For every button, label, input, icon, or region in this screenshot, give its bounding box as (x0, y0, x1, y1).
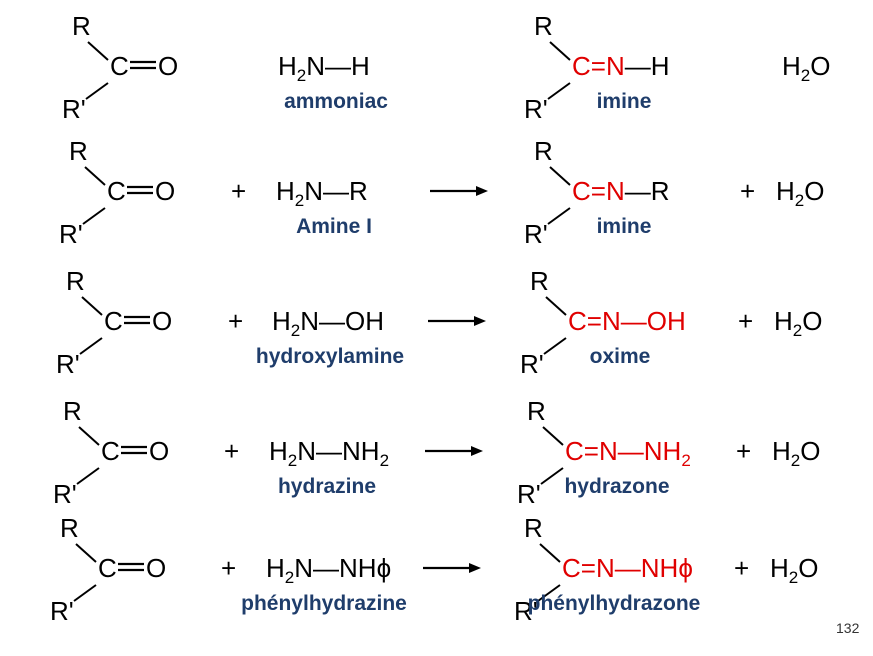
plus-sign: + (734, 553, 749, 583)
reagent-label: Amine I (296, 215, 372, 238)
product-red-part: C=N (572, 176, 625, 206)
oxygen-atom: O (155, 176, 175, 206)
carbon-atom: C (104, 306, 123, 336)
product-label: hydrazone (564, 475, 669, 498)
reagent-formula: H2​N—OH (272, 306, 384, 340)
bond-line (537, 584, 561, 602)
substituent-r: R (60, 513, 79, 543)
bond-line (549, 166, 571, 186)
bond-line (543, 337, 567, 355)
product-black-part: —H (625, 51, 670, 81)
bond-line (539, 543, 561, 563)
plus-sign: + (740, 176, 755, 206)
substituent-r-prime: R' (514, 596, 538, 626)
reagent-label: hydrazine (278, 475, 376, 498)
substituent-r-prime: R' (524, 94, 548, 124)
product-red-part: C=N—NHϕ (562, 553, 693, 583)
bond-line (87, 41, 109, 61)
plus-sign: + (231, 176, 246, 206)
water-formula: H2​O (782, 51, 830, 85)
substituent-r-prime: R' (520, 349, 544, 379)
bond-line (73, 584, 97, 602)
reagent-formula: H2​N—R (276, 176, 368, 210)
substituent-r: R (534, 136, 553, 166)
water-formula: H2​O (772, 436, 820, 470)
product-label: phénylhydrazone (528, 592, 701, 615)
reagent-formula: H2​N—NHϕ (266, 553, 391, 587)
reagent-label: phénylhydrazine (241, 592, 407, 615)
substituent-r: R (69, 136, 88, 166)
plus-sign: + (221, 553, 236, 583)
substituent-r-prime: R' (517, 479, 541, 509)
product-red-part: C=N—NH2​ (565, 436, 691, 470)
substituent-r: R (534, 11, 553, 41)
bond-line (82, 207, 106, 225)
substituent-r-prime: R' (524, 219, 548, 249)
product-label: imine (597, 90, 652, 113)
substituent-r-prime: R' (56, 349, 80, 379)
bond-line (78, 426, 100, 446)
oxygen-atom: O (149, 436, 169, 466)
arrow-head (469, 563, 481, 573)
substituent-r: R (527, 396, 546, 426)
arrow-head (474, 316, 486, 326)
oxygen-atom: O (146, 553, 166, 583)
reaction-primary-amine: R R' CO + H2​N—R Amine I R R' C=N—R imine + H2​O (59, 136, 824, 249)
reagent-label: ammoniac (284, 90, 388, 113)
substituent-r: R (530, 266, 549, 296)
bond-line (549, 41, 571, 61)
product-black-part: —R (625, 176, 670, 206)
water-formula: H2​O (776, 176, 824, 210)
reaction-ammonia: R R' CO H2​N—H ammoniac R R' C=N—H imine H2​O (62, 11, 830, 124)
water-formula: H2​O (770, 553, 818, 587)
substituent-r: R (66, 266, 85, 296)
bond-line (81, 296, 103, 316)
substituent-r-prime: R' (50, 596, 74, 626)
carbon-atom: C (101, 436, 120, 466)
substituent-r-prime: R' (59, 219, 83, 249)
bond-line (547, 82, 571, 100)
bond-line (540, 467, 564, 485)
product-label: oxime (590, 345, 651, 368)
carbon-atom: C (107, 176, 126, 206)
oxygen-atom: O (152, 306, 172, 336)
oxygen-atom: O (158, 51, 178, 81)
product-label: imine (597, 215, 652, 238)
bond-line (542, 426, 564, 446)
reaction-hydroxylamine: R R' CO + H2​N—OH hydroxylamine R R' C=N—OH oxime… (56, 266, 822, 379)
reagent-formula: H2​N—NH2​ (269, 436, 389, 470)
plus-sign: + (228, 306, 243, 336)
product-red-part: C=N—OH (568, 306, 686, 336)
arrow-head (476, 186, 488, 196)
water-formula: H2​O (774, 306, 822, 340)
carbon-atom: C (110, 51, 129, 81)
substituent-r: R (72, 11, 91, 41)
bond-line (75, 543, 97, 563)
substituent-r: R (63, 396, 82, 426)
bond-line (84, 166, 106, 186)
bond-line (85, 82, 109, 100)
reagent-formula: H2​N—H (278, 51, 370, 85)
substituent-r-prime: R' (53, 479, 77, 509)
plus-sign: + (738, 306, 753, 336)
substituent-r: R (524, 513, 543, 543)
bond-line (545, 296, 567, 316)
reaction-hydrazine: R R' CO + H2​N—NH2​ hydrazine R R' C=N—NH2​ hydra… (53, 396, 820, 509)
plus-sign: + (736, 436, 751, 466)
reagent-label: hydroxylamine (256, 345, 404, 368)
bond-line (79, 337, 103, 355)
carbon-atom: C (98, 553, 117, 583)
plus-sign: + (224, 436, 239, 466)
slide-number: 132 (836, 620, 860, 636)
substituent-r-prime: R' (62, 94, 86, 124)
reaction-phenylhydrazine: R R' CO + H2​N—NHϕ phénylhydrazine R R' C=N—NHϕ p… (50, 513, 818, 626)
bond-line (76, 467, 100, 485)
product-red-part: C=N (572, 51, 625, 81)
arrow-head (471, 446, 483, 456)
bond-line (547, 207, 571, 225)
